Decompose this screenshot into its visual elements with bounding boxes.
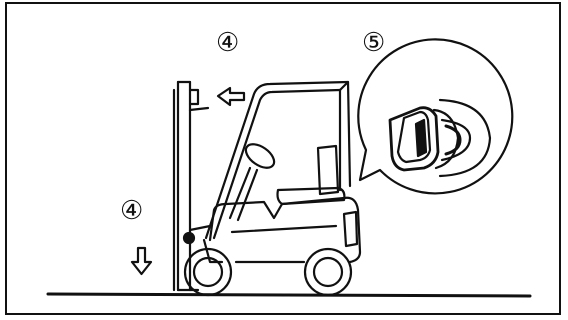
ground-line [48, 294, 530, 296]
rear-wheel [305, 249, 351, 295]
left-arrow-icon [218, 88, 244, 105]
forklift-body [204, 198, 360, 262]
forklift-overhead-guard [206, 82, 350, 238]
steering-wheel [230, 139, 278, 220]
operator-seat [278, 146, 345, 204]
key-switch-callout [358, 39, 512, 193]
down-arrow-icon [132, 248, 151, 274]
